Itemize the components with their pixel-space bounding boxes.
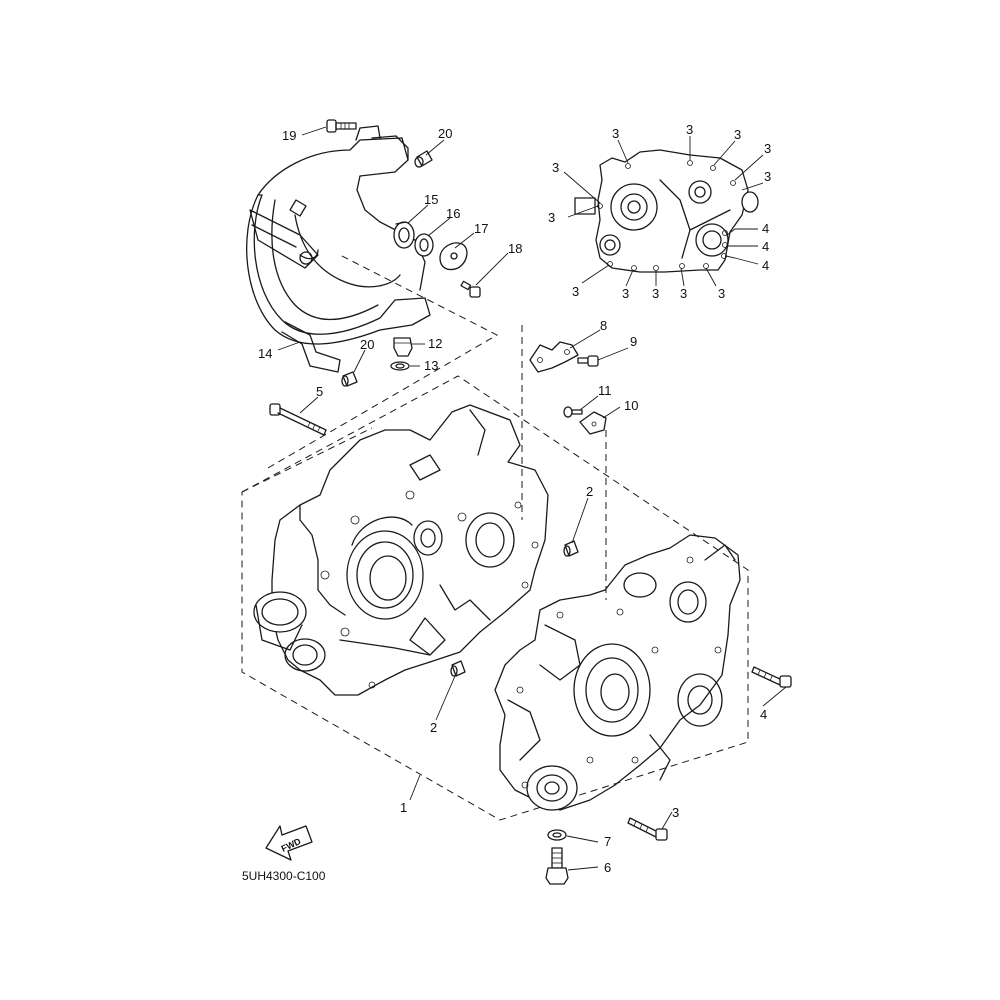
callout-20-lower: 20 xyxy=(360,337,374,352)
detail-callout-3: 3 xyxy=(680,286,687,301)
callout-3-bolt: 3 xyxy=(672,805,679,820)
detail-callout-3: 3 xyxy=(548,210,555,225)
detail-callout-4: 4 xyxy=(762,221,769,236)
bearing-15 xyxy=(393,221,415,249)
detail-callout-3: 3 xyxy=(764,169,771,184)
bolt-19 xyxy=(326,119,357,133)
detail-callout-3: 3 xyxy=(552,160,559,175)
callout-16: 16 xyxy=(446,206,460,221)
bolt-5 xyxy=(269,403,327,436)
detail-callout-3: 3 xyxy=(572,284,579,299)
washer-7 xyxy=(547,829,567,841)
bolt-9 xyxy=(577,355,599,367)
drain-plug-12 xyxy=(393,337,413,357)
callout-8: 8 xyxy=(600,318,607,333)
callout-15: 15 xyxy=(424,192,438,207)
detail-callout-3: 3 xyxy=(686,122,693,137)
crankcase-left-half xyxy=(253,404,549,696)
callout-12: 12 xyxy=(428,336,442,351)
detail-callout-4: 4 xyxy=(762,239,769,254)
screw-11 xyxy=(563,406,583,418)
assembly-outline xyxy=(241,254,749,821)
gasket-13 xyxy=(390,361,410,371)
diagram-code: 5UH4300-C100 xyxy=(242,869,326,883)
callout-20-top: 20 xyxy=(438,126,452,141)
leader-lines xyxy=(277,126,787,871)
dowel-pin-2-upper xyxy=(563,540,579,557)
fwd-arrow-icon: FWD xyxy=(265,825,313,861)
crankcase-right-half xyxy=(494,534,741,811)
drain-bolt-6 xyxy=(545,847,569,885)
callout-13: 13 xyxy=(424,358,438,373)
dowel-pin-20-top xyxy=(414,150,433,168)
dowel-pin-20-lower xyxy=(341,371,358,387)
callout-2-upper: 2 xyxy=(586,484,593,499)
plate-17 xyxy=(439,242,468,271)
callout-6: 6 xyxy=(604,860,611,875)
callout-1: 1 xyxy=(400,800,407,815)
callout-19: 19 xyxy=(282,128,296,143)
dowel-pin-2-lower xyxy=(450,660,466,677)
callout-7: 7 xyxy=(604,834,611,849)
callout-10: 10 xyxy=(624,398,638,413)
bolt-3 xyxy=(627,817,668,841)
oil-seal-16 xyxy=(414,233,434,257)
detail-callout-3: 3 xyxy=(734,127,741,142)
crankcase-cover xyxy=(246,125,431,373)
callout-17: 17 xyxy=(474,221,488,236)
detail-callout-3: 3 xyxy=(764,141,771,156)
bolt-4 xyxy=(751,666,792,688)
detail-callout-3: 3 xyxy=(622,286,629,301)
callout-14: 14 xyxy=(258,346,272,361)
callout-5: 5 xyxy=(316,384,323,399)
detail-callout-3: 3 xyxy=(612,126,619,141)
bracket-8 xyxy=(529,341,579,373)
detail-callout-3: 3 xyxy=(652,286,659,301)
callout-9: 9 xyxy=(630,334,637,349)
callout-4-bolt: 4 xyxy=(760,707,767,722)
screw-18 xyxy=(460,280,481,298)
callout-2-lower: 2 xyxy=(430,720,437,735)
crankcase-detail-view xyxy=(574,149,759,273)
callout-18: 18 xyxy=(508,241,522,256)
detail-callout-4: 4 xyxy=(762,258,769,273)
detail-callout-3: 3 xyxy=(718,286,725,301)
plate-10 xyxy=(579,411,607,435)
callout-11: 11 xyxy=(598,383,612,398)
callout-labels: 19 20 15 16 17 18 14 20 12 13 5 8 9 11 1… xyxy=(258,122,771,875)
